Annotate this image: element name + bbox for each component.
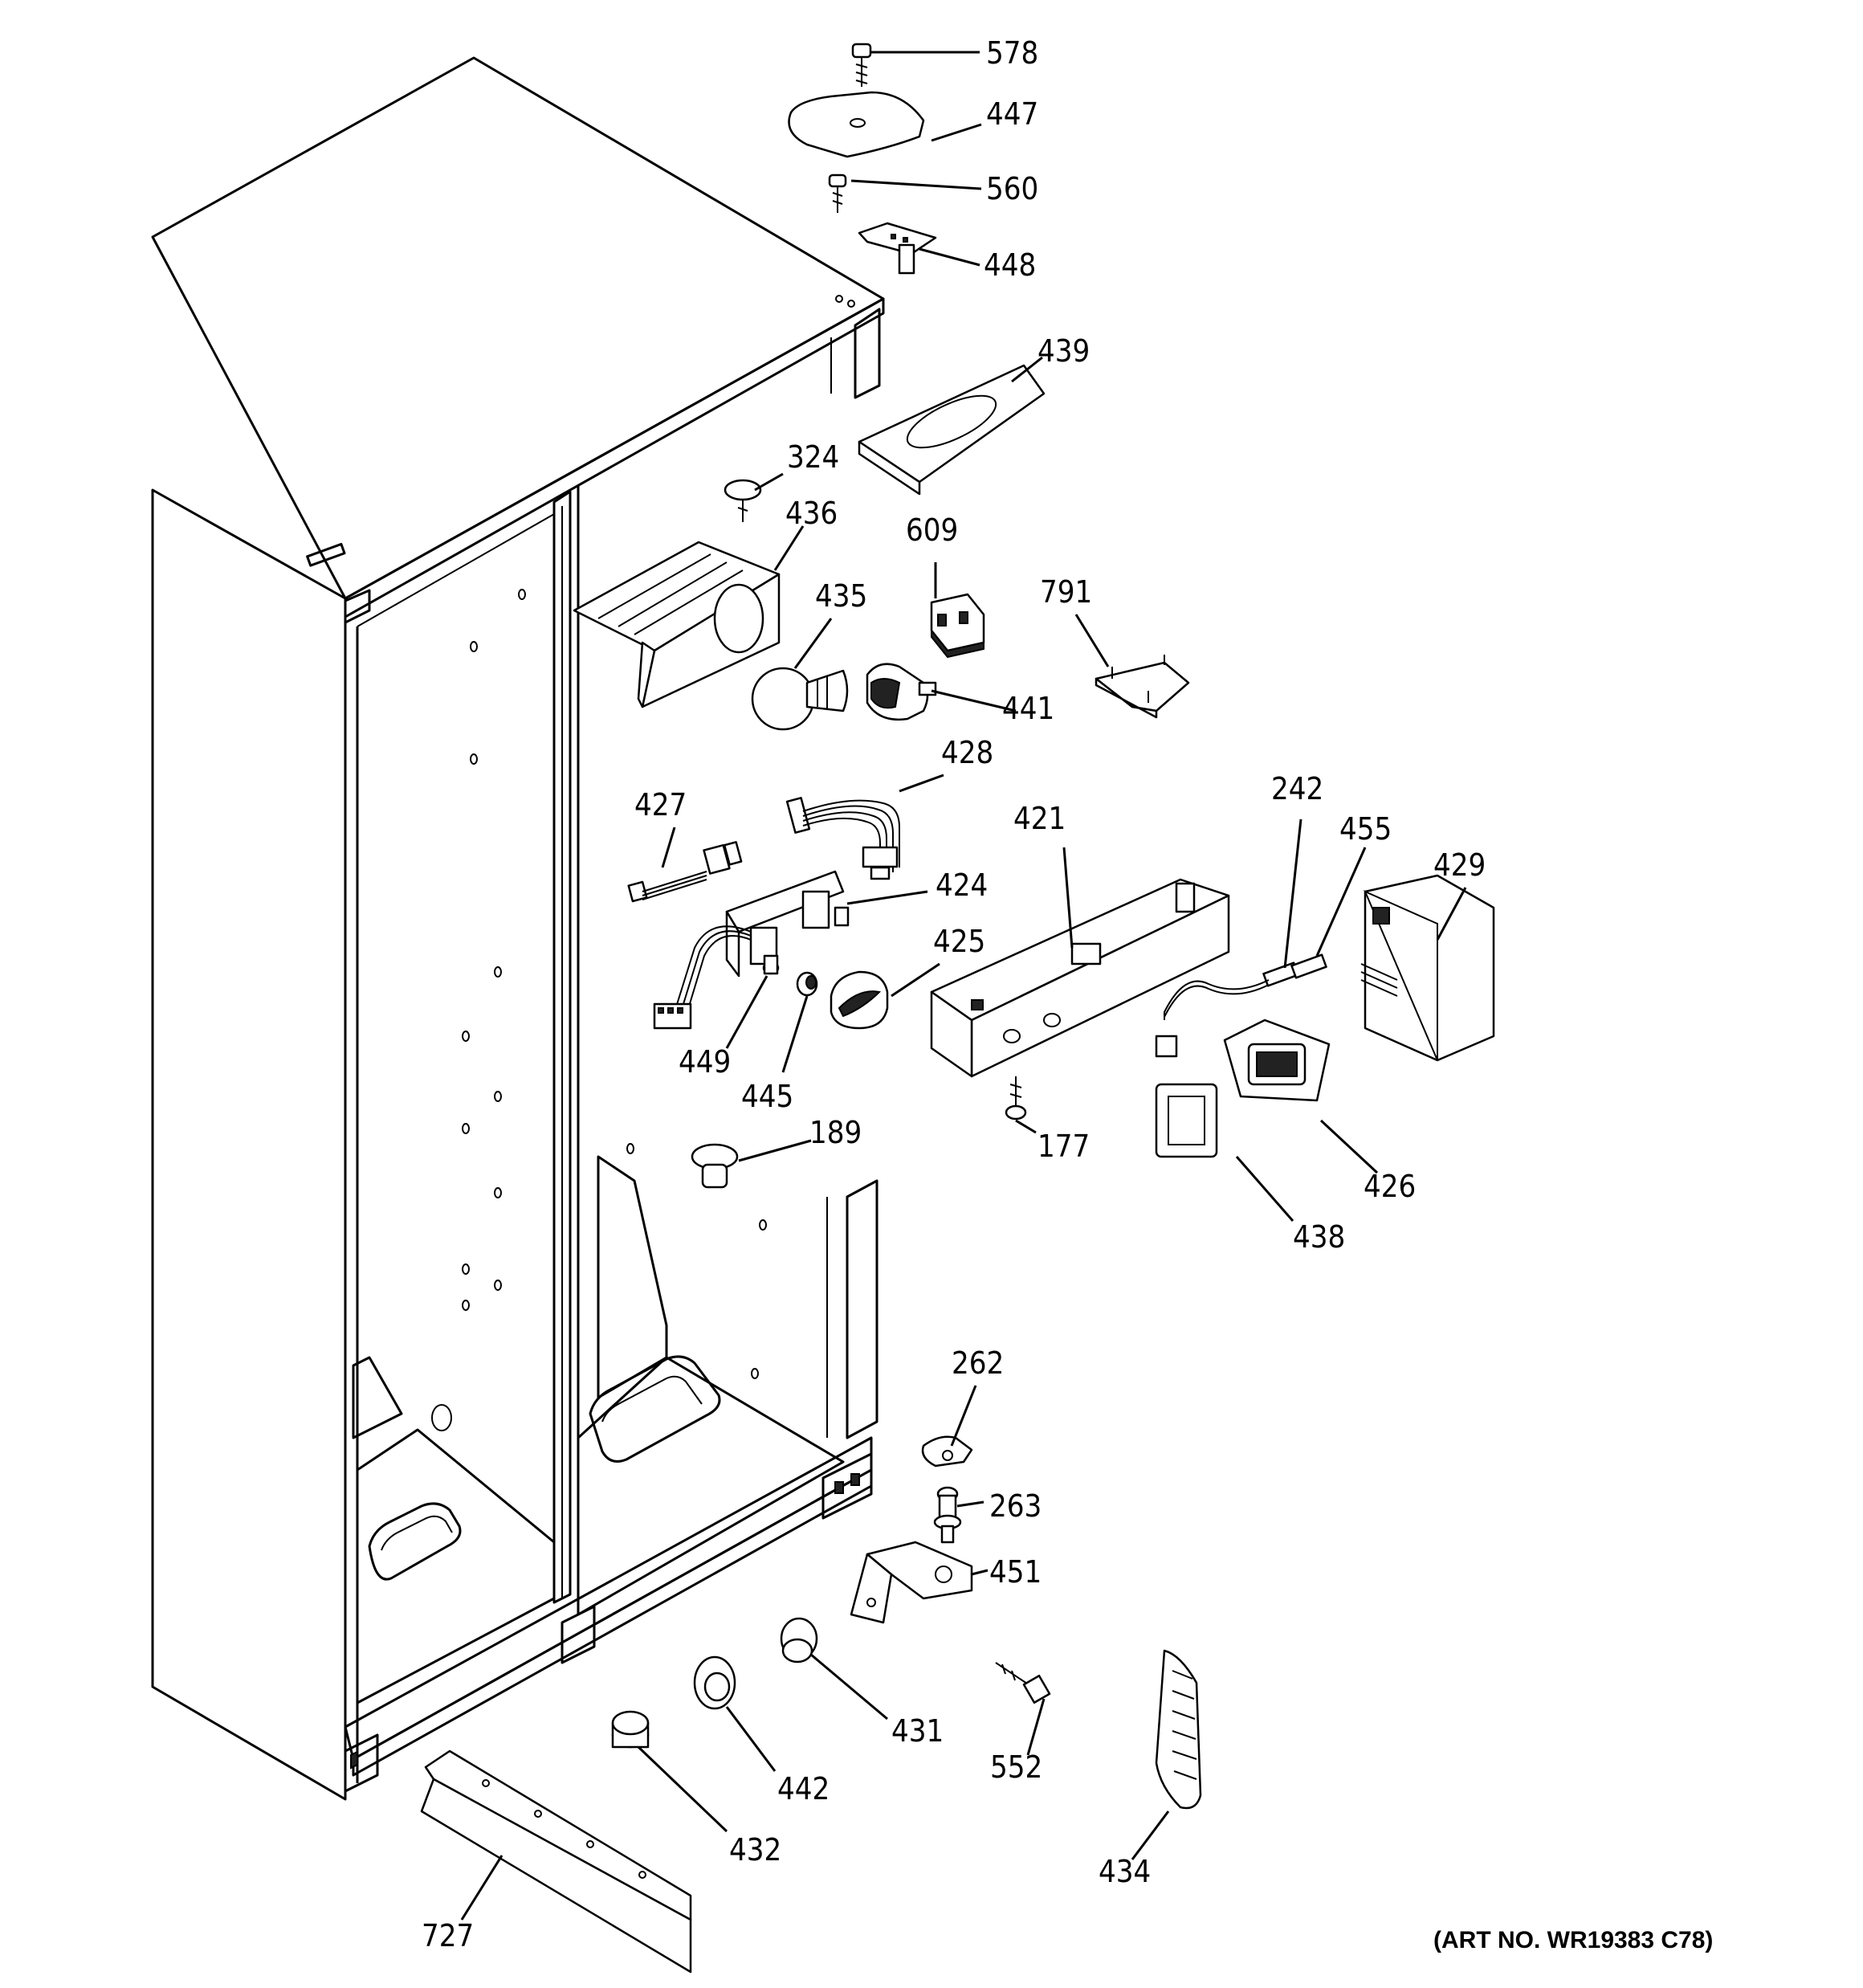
label-455: 455 [1339, 811, 1392, 847]
label-262: 262 [952, 1345, 1004, 1381]
label-421: 421 [1013, 801, 1066, 836]
part-426-module [1223, 1018, 1331, 1102]
label-426: 426 [1364, 1169, 1416, 1204]
label-552: 552 [990, 1749, 1042, 1785]
label-445: 445 [741, 1079, 793, 1114]
part-578-screw [851, 43, 872, 87]
part-labels: 578 447 560 448 439 324 436 609 435 791 … [422, 35, 1713, 1953]
part-451-bottom-hinge [850, 1541, 973, 1624]
part-441-socket [866, 663, 937, 721]
label-435: 435 [815, 578, 867, 614]
part-425-knob [830, 970, 889, 1030]
label-324: 324 [787, 439, 839, 475]
cabinet-mounting-holes [306, 295, 855, 1379]
part-552-screw [995, 1662, 1051, 1704]
part-431-cap [780, 1617, 818, 1663]
label-439: 439 [1037, 333, 1090, 369]
label-424: 424 [936, 867, 988, 903]
part-439-tray [858, 364, 1046, 496]
label-447: 447 [986, 96, 1038, 132]
part-242-thermistor [1155, 953, 1327, 1058]
label-263: 263 [989, 1488, 1042, 1524]
part-262-bracket [921, 1435, 973, 1468]
label-578: 578 [986, 35, 1038, 71]
part-432-bushing [611, 1710, 650, 1749]
part-435-light-bulb [751, 667, 849, 731]
part-324-plug [724, 479, 762, 522]
part-609-switch [930, 593, 985, 659]
label-189: 189 [809, 1115, 862, 1150]
part-442-washer [693, 1655, 736, 1710]
label-560: 560 [986, 171, 1038, 206]
label-242: 242 [1271, 771, 1323, 806]
part-438-bezel [1155, 1083, 1218, 1158]
label-609: 609 [906, 512, 958, 548]
part-560-screw [828, 173, 847, 213]
part-177-screw [1005, 1076, 1027, 1121]
label-432: 432 [729, 1832, 781, 1868]
label-451: 451 [989, 1554, 1042, 1590]
label-727: 727 [422, 1918, 474, 1953]
label-441: 441 [1002, 691, 1054, 726]
label-429: 429 [1433, 847, 1486, 883]
label-436: 436 [785, 496, 838, 531]
part-263-hinge-pin [933, 1486, 962, 1544]
part-727-toe-kick [420, 1749, 692, 1974]
label-448: 448 [984, 247, 1036, 283]
part-189-plug [691, 1143, 739, 1189]
refrigerator-cabinet [151, 56, 885, 1801]
part-427-wire-harness [627, 841, 743, 903]
part-421-control-housing [930, 878, 1230, 1078]
part-791-cover [1095, 655, 1190, 719]
part-434-grille [1155, 1649, 1202, 1810]
label-177: 177 [1037, 1129, 1090, 1164]
label-442: 442 [777, 1771, 830, 1806]
label-428: 428 [941, 735, 993, 770]
part-447-hinge-cover [788, 91, 925, 158]
part-448-hinge [858, 222, 937, 275]
part-436-light-shield [573, 541, 781, 708]
part-424-temperature-control [653, 870, 850, 1030]
art-number: (ART NO. WR19383 C78) [1433, 1927, 1713, 1953]
part-445-ring [796, 971, 818, 997]
label-425: 425 [933, 924, 985, 959]
part-428-wire-harness [785, 797, 900, 880]
leader-lines [460, 51, 1467, 1921]
label-431: 431 [891, 1713, 944, 1749]
label-449: 449 [679, 1044, 731, 1080]
label-438: 438 [1293, 1219, 1345, 1255]
part-429-control-box [1360, 874, 1495, 1062]
label-434: 434 [1099, 1854, 1151, 1889]
label-427: 427 [634, 787, 687, 823]
label-791: 791 [1040, 574, 1092, 610]
